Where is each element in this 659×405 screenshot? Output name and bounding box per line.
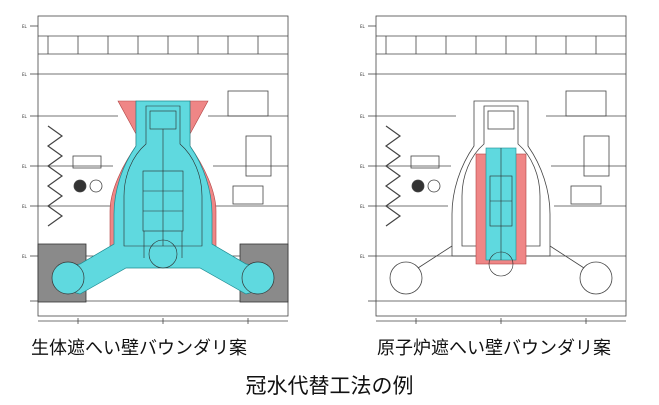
svg-text:EL: EL [360,164,366,169]
svg-text:EL: EL [22,204,28,209]
svg-text:EL: EL [360,72,366,77]
diagram-right: EL EL EL EL EL EL [356,6,646,328]
svg-text:EL: EL [360,24,366,29]
reactor-building-section-right: EL EL EL EL EL EL [360,15,627,324]
diagram-left: EL EL EL EL EL EL [18,6,308,328]
svg-text:EL: EL [360,254,366,259]
caption-left: 生体遮へい壁バウンダリ案 [31,338,247,359]
svg-text:EL: EL [22,164,28,169]
reactor-building-section-left: EL EL EL EL EL EL [22,15,289,324]
svg-text:EL: EL [22,24,28,29]
svg-text:EL: EL [22,254,28,259]
svg-text:EL: EL [22,72,28,77]
svg-text:EL: EL [360,204,366,209]
figure-title: 冠水代替工法の例 [245,374,414,398]
svg-text:EL: EL [22,114,28,119]
svg-text:EL: EL [360,114,366,119]
caption-right: 原子炉遮へい壁バウンダリ案 [377,338,611,359]
